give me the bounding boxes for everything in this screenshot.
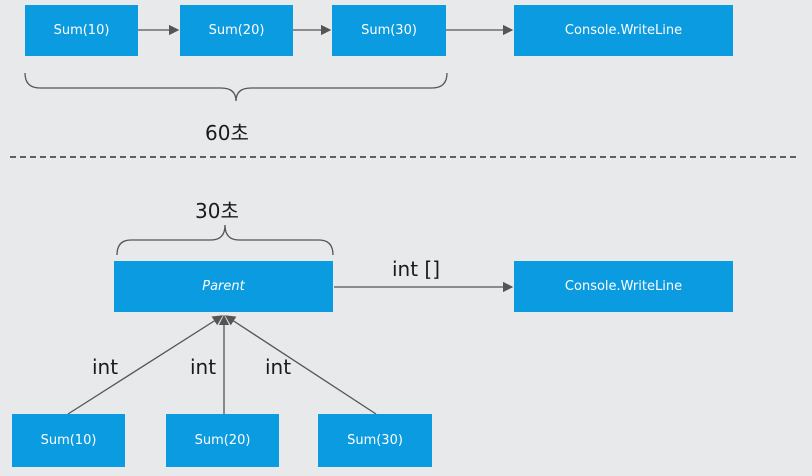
edge-sum10-to-parent [67, 315, 224, 415]
top-box-sum30: Sum(30) [332, 5, 446, 56]
top-duration-brace [24, 72, 448, 102]
edge-label-sum30: int [265, 355, 292, 379]
top-box-console-writeline: Console.WriteLine [514, 5, 733, 56]
edge-sum30-to-parent [224, 315, 377, 415]
top-box-sum20: Sum(20) [180, 5, 293, 56]
top-box-sum10: Sum(10) [25, 5, 138, 56]
bottom-box-console-writeline: Console.WriteLine [514, 261, 733, 312]
parent-box: Parent [114, 261, 333, 312]
edge-label-sum10: int [92, 355, 119, 379]
edge-label-sum20: int [190, 355, 217, 379]
child-box-sum30: Sum(30) [318, 414, 432, 467]
child-box-sum20: Sum(20) [166, 414, 279, 467]
child-box-sum10: Sum(10) [12, 414, 125, 467]
top-duration-label: 60초 [205, 121, 249, 145]
arrow-label-int-array: int [] [392, 257, 441, 281]
bottom-duration-label: 30초 [195, 199, 239, 223]
bottom-duration-brace [116, 224, 334, 256]
